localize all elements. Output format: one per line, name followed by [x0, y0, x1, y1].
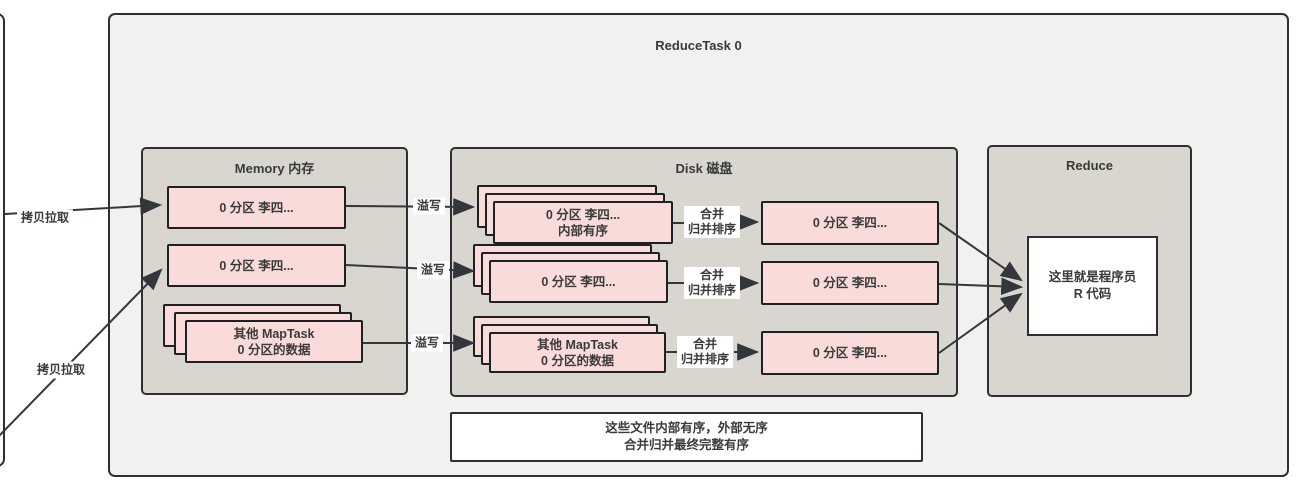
- reduce-panel-title: Reduce: [1066, 158, 1113, 173]
- merge-sort-label-1-line2: 归并排序: [687, 222, 737, 236]
- spill-label-3: 溢写: [410, 334, 444, 352]
- memory-partition-box-2: 0 分区 李四...: [167, 244, 346, 287]
- merge-sort-label-1-line1: 合并: [699, 207, 725, 221]
- merge-sort-label-3-line2: 归并排序: [680, 352, 730, 366]
- merge-sort-label-2-line2: 归并排序: [687, 283, 737, 297]
- memory-stack-label-line2: 0 分区的数据: [237, 342, 311, 357]
- disk-output-box-2-label: 0 分区 李四...: [812, 276, 888, 290]
- copy-pull-label-2: 拷贝拉取: [32, 361, 90, 379]
- merge-sort-label-2: 合并 归并排序: [683, 267, 741, 299]
- disk-output-box-1: 0 分区 李四...: [761, 201, 939, 245]
- reducetask-title: ReduceTask 0: [655, 38, 742, 53]
- to-reduce-arrow-1: [938, 222, 1023, 282]
- to-reduce-arrow-2: [938, 277, 1024, 296]
- memory-partition-box-2-label: 0 分区 李四...: [219, 258, 294, 273]
- disk-stack3-label-line2: 0 分区的数据: [541, 353, 614, 368]
- disk-stack1-front: 0 分区 李四... 内部有序: [493, 201, 673, 244]
- merge-sort-label-2-line1: 合并: [699, 268, 725, 282]
- spill-arrow-1: [345, 198, 476, 216]
- disk-stack2-label: 0 分区 李四...: [541, 274, 616, 289]
- order-note-line2: 合并归并最终完整有序: [623, 438, 749, 452]
- disk-stack1-label-line1: 0 分区 李四...: [545, 207, 621, 222]
- disk-output-box-1-label: 0 分区 李四...: [812, 216, 888, 230]
- disk-output-box-3: 0 分区 李四...: [761, 331, 939, 375]
- copy-pull-label-1: 拷贝拉取: [16, 209, 74, 227]
- reduce-code-line2: R 代码: [1073, 287, 1112, 301]
- disk-output-box-3-label: 0 分区 李四...: [812, 346, 888, 360]
- merge-sort-label-1: 合并 归并排序: [683, 206, 741, 238]
- disk-stack1-label-line2: 内部有序: [557, 223, 608, 238]
- order-note-line1: 这些文件内部有序，外部无序: [605, 421, 768, 435]
- memory-stack-front: 其他 MapTask 0 分区的数据: [185, 320, 363, 363]
- to-reduce-arrow-3: [938, 292, 1023, 354]
- order-note-box: 这些文件内部有序，外部无序 合并归并最终完整有序: [450, 412, 923, 462]
- reduce-code-line1: 这里就是程序员: [1048, 270, 1137, 284]
- disk-stack3-front: 其他 MapTask 0 分区的数据: [489, 332, 666, 373]
- spill-label-2: 溢写: [416, 261, 450, 279]
- reduce-code-box: 这里就是程序员 R 代码: [1027, 236, 1158, 336]
- memory-panel-title: Memory 内存: [234, 161, 315, 176]
- memory-stack-label-line1: 其他 MapTask: [233, 326, 315, 341]
- copy-pull-arrow-2: [0, 268, 163, 437]
- spill-arrow-2: [345, 261, 476, 279]
- merge-sort-label-3: 合并 归并排序: [676, 336, 734, 368]
- memory-partition-box-1-label: 0 分区 李四...: [219, 200, 294, 215]
- spill-label-1: 溢写: [412, 197, 446, 215]
- memory-partition-box-1: 0 分区 李四...: [167, 186, 346, 229]
- disk-stack3-label-line1: 其他 MapTask: [536, 337, 619, 352]
- disk-panel-title: Disk 磁盘: [675, 161, 733, 176]
- disk-output-box-2: 0 分区 李四...: [761, 261, 939, 305]
- disk-stack2-front: 0 分区 李四...: [489, 260, 668, 303]
- merge-sort-label-3-line1: 合并: [692, 337, 718, 351]
